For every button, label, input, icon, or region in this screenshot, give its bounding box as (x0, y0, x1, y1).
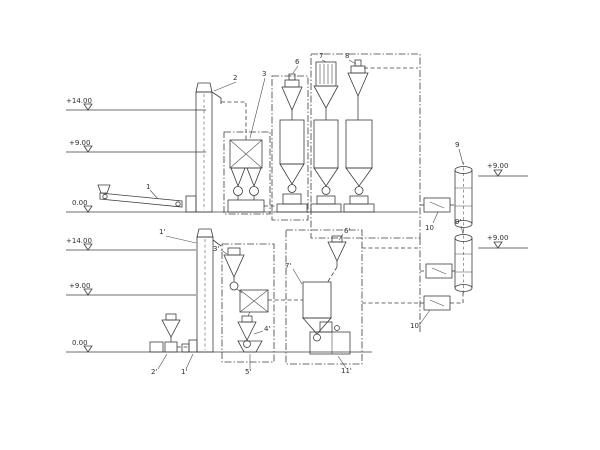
equipment-tag: 1' (181, 368, 187, 376)
equipment-tag: 2 (233, 74, 237, 82)
elevation-label: +9.00 (69, 139, 90, 147)
equipment-tag: 11' (341, 367, 352, 375)
elevation-label: +9.00 (69, 282, 90, 290)
mini-cyclone-unit: 2' (149, 313, 189, 376)
vertical-tank-b: 9' (454, 218, 473, 296)
elevation-label: 0.00 (72, 199, 88, 207)
equipment-tag: 3' (213, 245, 219, 253)
equipment-tag: 1' (159, 228, 165, 236)
bucket-elevator-lower: 1' 1' (159, 228, 222, 376)
cyclone-3p: 3' (213, 245, 245, 291)
lower-right-enclosure (285, 229, 363, 365)
ground-hopper: 5' (237, 340, 263, 376)
lower-sieve (236, 288, 269, 313)
fan-box-a: 10 (420, 197, 455, 232)
cyclone-4p: 4' (237, 311, 270, 348)
equipment-tag: 6 (295, 58, 300, 66)
lower-duct-network (362, 247, 420, 304)
filter-bin-b: 7 (310, 52, 342, 213)
elevation-label: 0.00 (72, 339, 88, 347)
elevation-label: +9.00 (487, 234, 508, 242)
equipment-tag: 7 (319, 52, 323, 60)
fan-box-b (420, 263, 455, 279)
elevation-label: +9.00 (487, 162, 508, 170)
equipment-tag: 9 (455, 141, 459, 149)
equipment-tag: 3 (262, 70, 266, 78)
fan-box-c: 10' (410, 292, 464, 330)
surge-bin-7p: 7' (268, 262, 332, 342)
equipment-tag: 5' (245, 368, 251, 376)
equipment-tag: 10 (425, 224, 434, 232)
elevation-label: +14.00 (66, 237, 92, 245)
cyclone-bin-c: 8 (343, 52, 375, 213)
cleaning-sieve: 3 (221, 70, 271, 215)
equipment-tag: 9' (455, 218, 461, 226)
equipment-tag: 4' (264, 325, 270, 333)
cyclone-6p: 6' (326, 227, 350, 284)
vertical-tank-a: 9 (454, 141, 473, 232)
equipment-tag: 6' (344, 227, 350, 235)
bagging-machine: 11' (309, 321, 352, 375)
equipment-tag: 2' (151, 368, 157, 376)
equipment-tag: 1 (146, 183, 150, 191)
lower-left-enclosure (221, 243, 275, 363)
elevation-label: +14.00 (66, 97, 92, 105)
air-duct-network (264, 53, 421, 332)
cyclone-bin-a: 6 (276, 58, 308, 213)
inclined-conveyor: 1 (97, 183, 183, 208)
equipment-tag: 7' (285, 262, 291, 270)
bucket-elevator-upper: 2 (185, 74, 237, 213)
equipment-tag: 10' (410, 322, 421, 330)
equipment-tag: 8 (345, 52, 349, 60)
